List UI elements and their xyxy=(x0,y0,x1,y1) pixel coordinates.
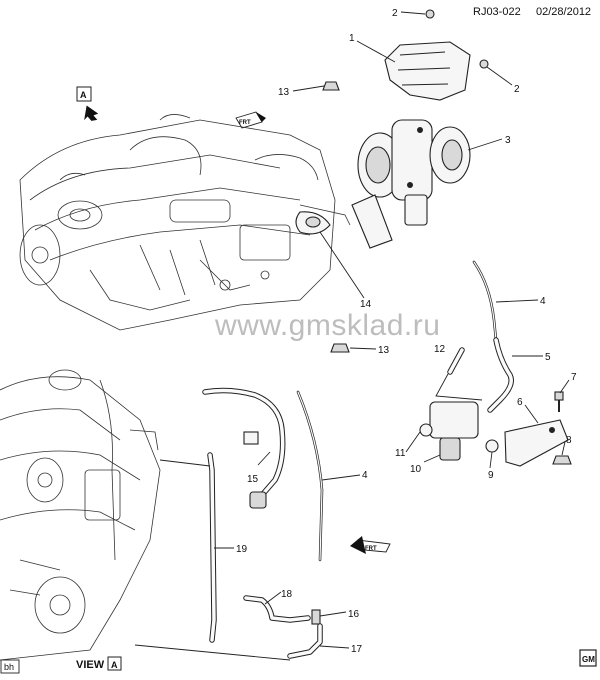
view-a-arrow-icon: A xyxy=(76,86,99,121)
callout-15: 15 xyxy=(247,474,259,485)
nut-part-13-upper xyxy=(322,81,340,91)
callout-12: 12 xyxy=(434,344,446,355)
front-label-top: FRT xyxy=(239,120,251,126)
callout-4b: 4 xyxy=(362,470,368,481)
heat-shield-part-1 xyxy=(384,9,489,101)
oil-pipe-part-4-lower xyxy=(296,390,324,562)
hose-part-12 xyxy=(435,347,483,401)
callout-11: 11 xyxy=(395,448,406,459)
bolt-part-7 xyxy=(554,391,564,412)
callout-2a: 2 xyxy=(392,8,398,19)
view-marker-letter: A xyxy=(80,90,87,100)
callout-1: 1 xyxy=(349,33,355,44)
gm-logo-text: GM xyxy=(582,655,595,664)
callout-2b: 2 xyxy=(514,84,520,95)
view-label: VIEW A xyxy=(76,656,122,671)
turbocharger-part-3 xyxy=(357,119,471,226)
turbo-actuator xyxy=(295,194,393,249)
hose-part-18 xyxy=(243,595,311,623)
leader-lines xyxy=(134,11,570,661)
callout-10: 10 xyxy=(410,464,422,475)
hose-part-19 xyxy=(207,452,217,643)
callout-19: 19 xyxy=(236,544,248,555)
callout-18: 18 xyxy=(281,589,293,600)
diagram-id: RJ03-022 xyxy=(473,6,521,18)
oil-pipe-part-4-upper xyxy=(472,260,498,342)
nut-part-13-lower xyxy=(330,343,350,353)
front-arrow-icon-bottom: FRT xyxy=(350,536,391,554)
corner-tag: bh xyxy=(0,659,20,674)
callout-13a: 13 xyxy=(278,87,290,98)
hose-part-17 xyxy=(287,623,323,659)
front-arrow-icon-top: FRT xyxy=(235,111,266,129)
front-label-bottom: FRT xyxy=(365,546,377,552)
watermark: www.gmsklad.ru xyxy=(214,309,440,342)
callout-4a: 4 xyxy=(540,296,546,307)
view-label-prefix: VIEW xyxy=(76,659,105,671)
oil-pipe-part-5 xyxy=(487,337,514,413)
diagram-date: 02/28/2012 xyxy=(536,6,591,18)
callout-7: 7 xyxy=(571,372,577,383)
corner-tag-text: bh xyxy=(4,662,14,672)
callout-13b: 13 xyxy=(378,345,390,356)
callout-5: 5 xyxy=(545,352,551,363)
callout-9: 9 xyxy=(488,470,494,481)
callout-17: 17 xyxy=(351,644,363,655)
callout-3: 3 xyxy=(505,135,511,146)
nut-part-8 xyxy=(552,455,572,465)
bracket-part-6 xyxy=(504,419,569,467)
fitting-part-16 xyxy=(311,609,321,625)
view-label-letter: A xyxy=(111,660,118,670)
callout-6: 6 xyxy=(517,397,523,408)
callout-14: 14 xyxy=(360,299,372,310)
gm-logo-icon: GM xyxy=(579,649,597,667)
engine-lower-illustration xyxy=(0,369,161,661)
hose-part-15 xyxy=(202,387,286,509)
callout-labels: 2 1 2 13 3 14 4 5 13 12 7 6 8 11 10 9 4 … xyxy=(236,8,577,655)
vacuum-pump-part-10 xyxy=(419,401,499,461)
engine-upper-illustration xyxy=(19,114,351,331)
callout-16: 16 xyxy=(348,609,360,620)
callout-8: 8 xyxy=(566,435,572,446)
